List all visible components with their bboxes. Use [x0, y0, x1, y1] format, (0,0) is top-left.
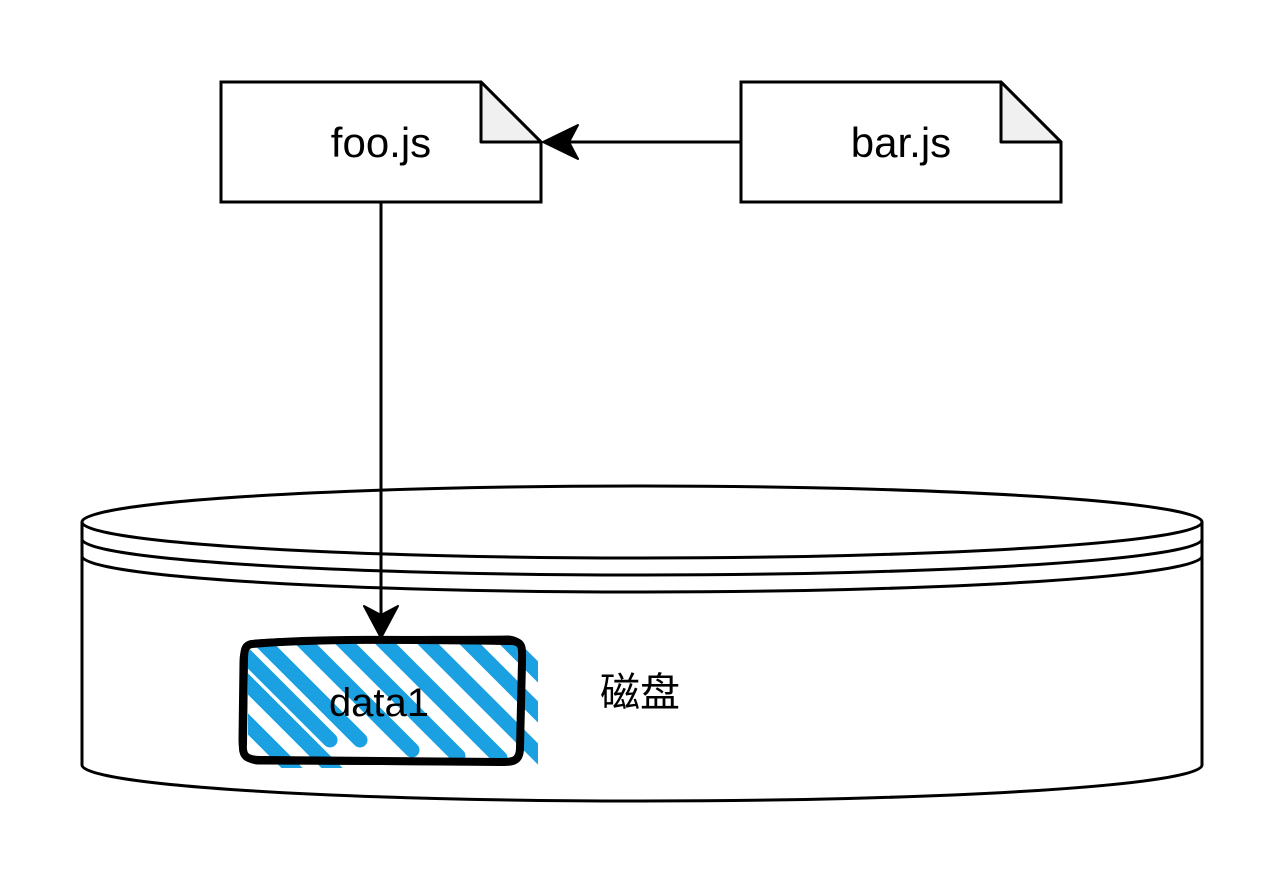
- data1-label: data1: [329, 681, 429, 725]
- file-bar-body: [739, 80, 1063, 204]
- data1-outline-sketch: [238, 635, 526, 766]
- file-bar-js[interactable]: [739, 80, 1063, 204]
- file-foo-label: foo.js: [331, 119, 431, 166]
- arrow-bar-to-foo: [542, 124, 741, 160]
- disk-body: [80, 522, 1204, 803]
- disk-ring-1: [80, 538, 1204, 577]
- file-bar-fold: [999, 80, 1063, 144]
- disk-cylinder[interactable]: [80, 484, 1204, 803]
- disk-ring-2: [80, 555, 1204, 594]
- file-foo-js[interactable]: [219, 80, 543, 204]
- file-foo-fold: [479, 80, 543, 144]
- data1-outline: [238, 635, 527, 766]
- arrow-foo-to-data1: [363, 202, 399, 639]
- file-foo-body: [219, 80, 543, 204]
- data1-block[interactable]: [160, 556, 632, 776]
- file-bar-label: bar.js: [851, 119, 951, 166]
- disk-label: 磁盘: [600, 671, 680, 715]
- disk-top-ellipse: [80, 484, 1204, 560]
